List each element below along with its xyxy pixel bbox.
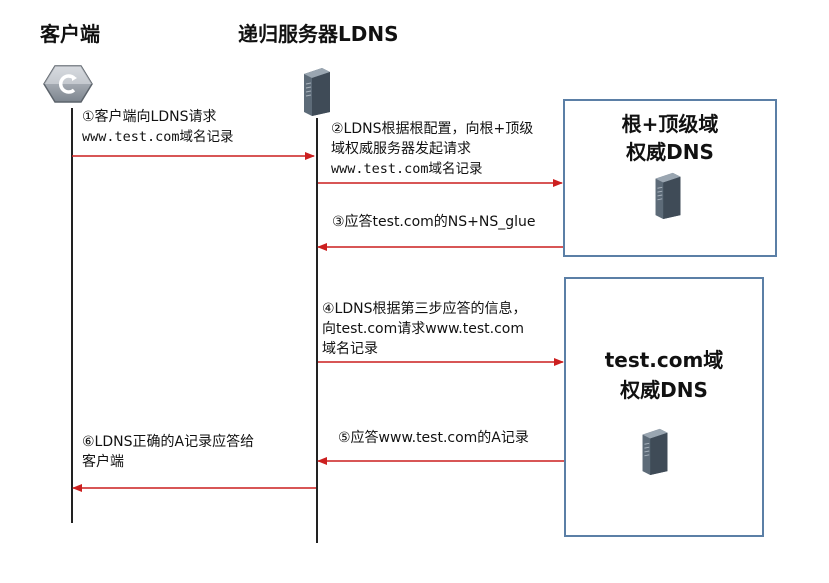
step3-label-line1: ③应答test.com的NS+NS_glue [332,214,536,230]
step2-label-line1: ②LDNS根据根配置，向根+顶级 [331,121,534,137]
client-title: 客户端 [40,22,100,46]
root-box-title-line1: 根+顶级域 [621,112,719,136]
root-box-title-line2: 权威DNS [626,140,714,164]
server-icon [304,68,330,116]
step6-label-line2: 客户端 [82,454,124,470]
auth-box-title-line2: 权威DNS [620,378,708,402]
step4-label-line3: 域名记录 [322,341,378,357]
server-icon [642,428,668,475]
step1-label-line1: ①客户端向LDNS请求 [82,109,217,125]
client-lifeline [71,108,73,523]
step2-label-line2: 域权威服务器发起请求 [331,141,471,157]
router-icon [43,65,93,103]
step6-label-line1: ⑥LDNS正确的A记录应答给 [82,434,255,450]
server-icon [655,172,681,219]
step5-label-line1: ⑤应答www.test.com的A记录 [338,430,529,446]
root-tld-dns-box: 根+顶级域 权威DNS [563,99,777,257]
resolver-lifeline [316,118,318,543]
step1-label-line2: www.test.com域名记录 [82,129,234,145]
step4-label-line1: ④LDNS根据第三步应答的信息， [322,301,527,317]
test-com-dns-box: test.com域 权威DNS [564,277,764,537]
step2-label-line3: www.test.com域名记录 [331,161,483,177]
resolver-title: 递归服务器LDNS [238,22,399,46]
auth-box-title-line1: test.com域 [604,348,724,372]
step4-label-line2: 向test.com请求www.test.com [322,321,524,337]
